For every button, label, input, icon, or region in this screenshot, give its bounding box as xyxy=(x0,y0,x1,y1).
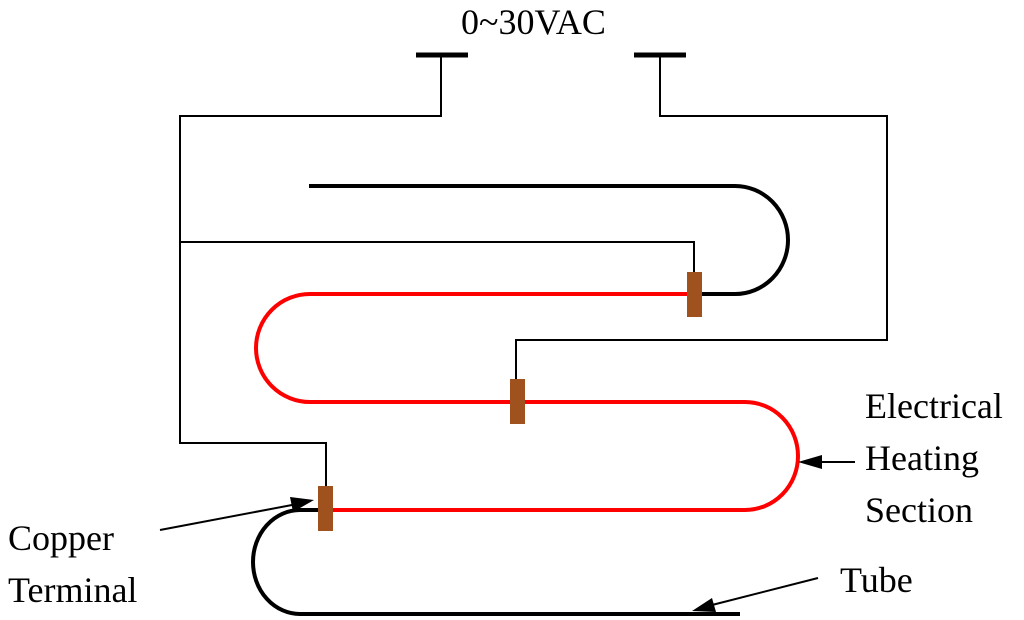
heating-section-label-line-3: Section xyxy=(865,490,973,530)
tube-arrow-line xyxy=(711,577,819,606)
copper-terminal-label-line-1: Copper xyxy=(8,518,114,558)
copper-terminals xyxy=(318,272,702,531)
copper-terminal-middle xyxy=(510,379,525,424)
copper-terminal-label-line-2: Terminal xyxy=(8,570,138,610)
copper-terminal-bottom xyxy=(318,486,333,531)
right-supply-wire xyxy=(515,55,888,379)
copper-terminal-top xyxy=(687,272,702,317)
copper-terminal-arrow-line xyxy=(159,504,293,531)
heating-section-label-line-1: Electrical xyxy=(865,386,1003,426)
electrical-heating-section xyxy=(254,292,800,512)
annotation-arrows xyxy=(159,455,855,612)
supply-voltage-label: 0~30VAC xyxy=(461,2,606,42)
copper-terminal-arrowhead xyxy=(290,497,314,512)
left-supply-wire xyxy=(179,55,442,488)
top-terminal-wire xyxy=(180,241,695,272)
tube-upper-segment xyxy=(309,184,790,296)
supply-wiring xyxy=(179,55,888,488)
heating-section-label-line-2: Heating xyxy=(865,438,979,478)
tube-label: Tube xyxy=(840,560,913,600)
copper-terminal-label: Copper Terminal xyxy=(8,512,137,616)
heating-section-arrowhead xyxy=(798,455,822,469)
heating-section-label: Electrical Heating Section xyxy=(865,380,1003,536)
tube-arrowhead xyxy=(692,598,716,612)
tube-lower-segment xyxy=(251,508,740,616)
